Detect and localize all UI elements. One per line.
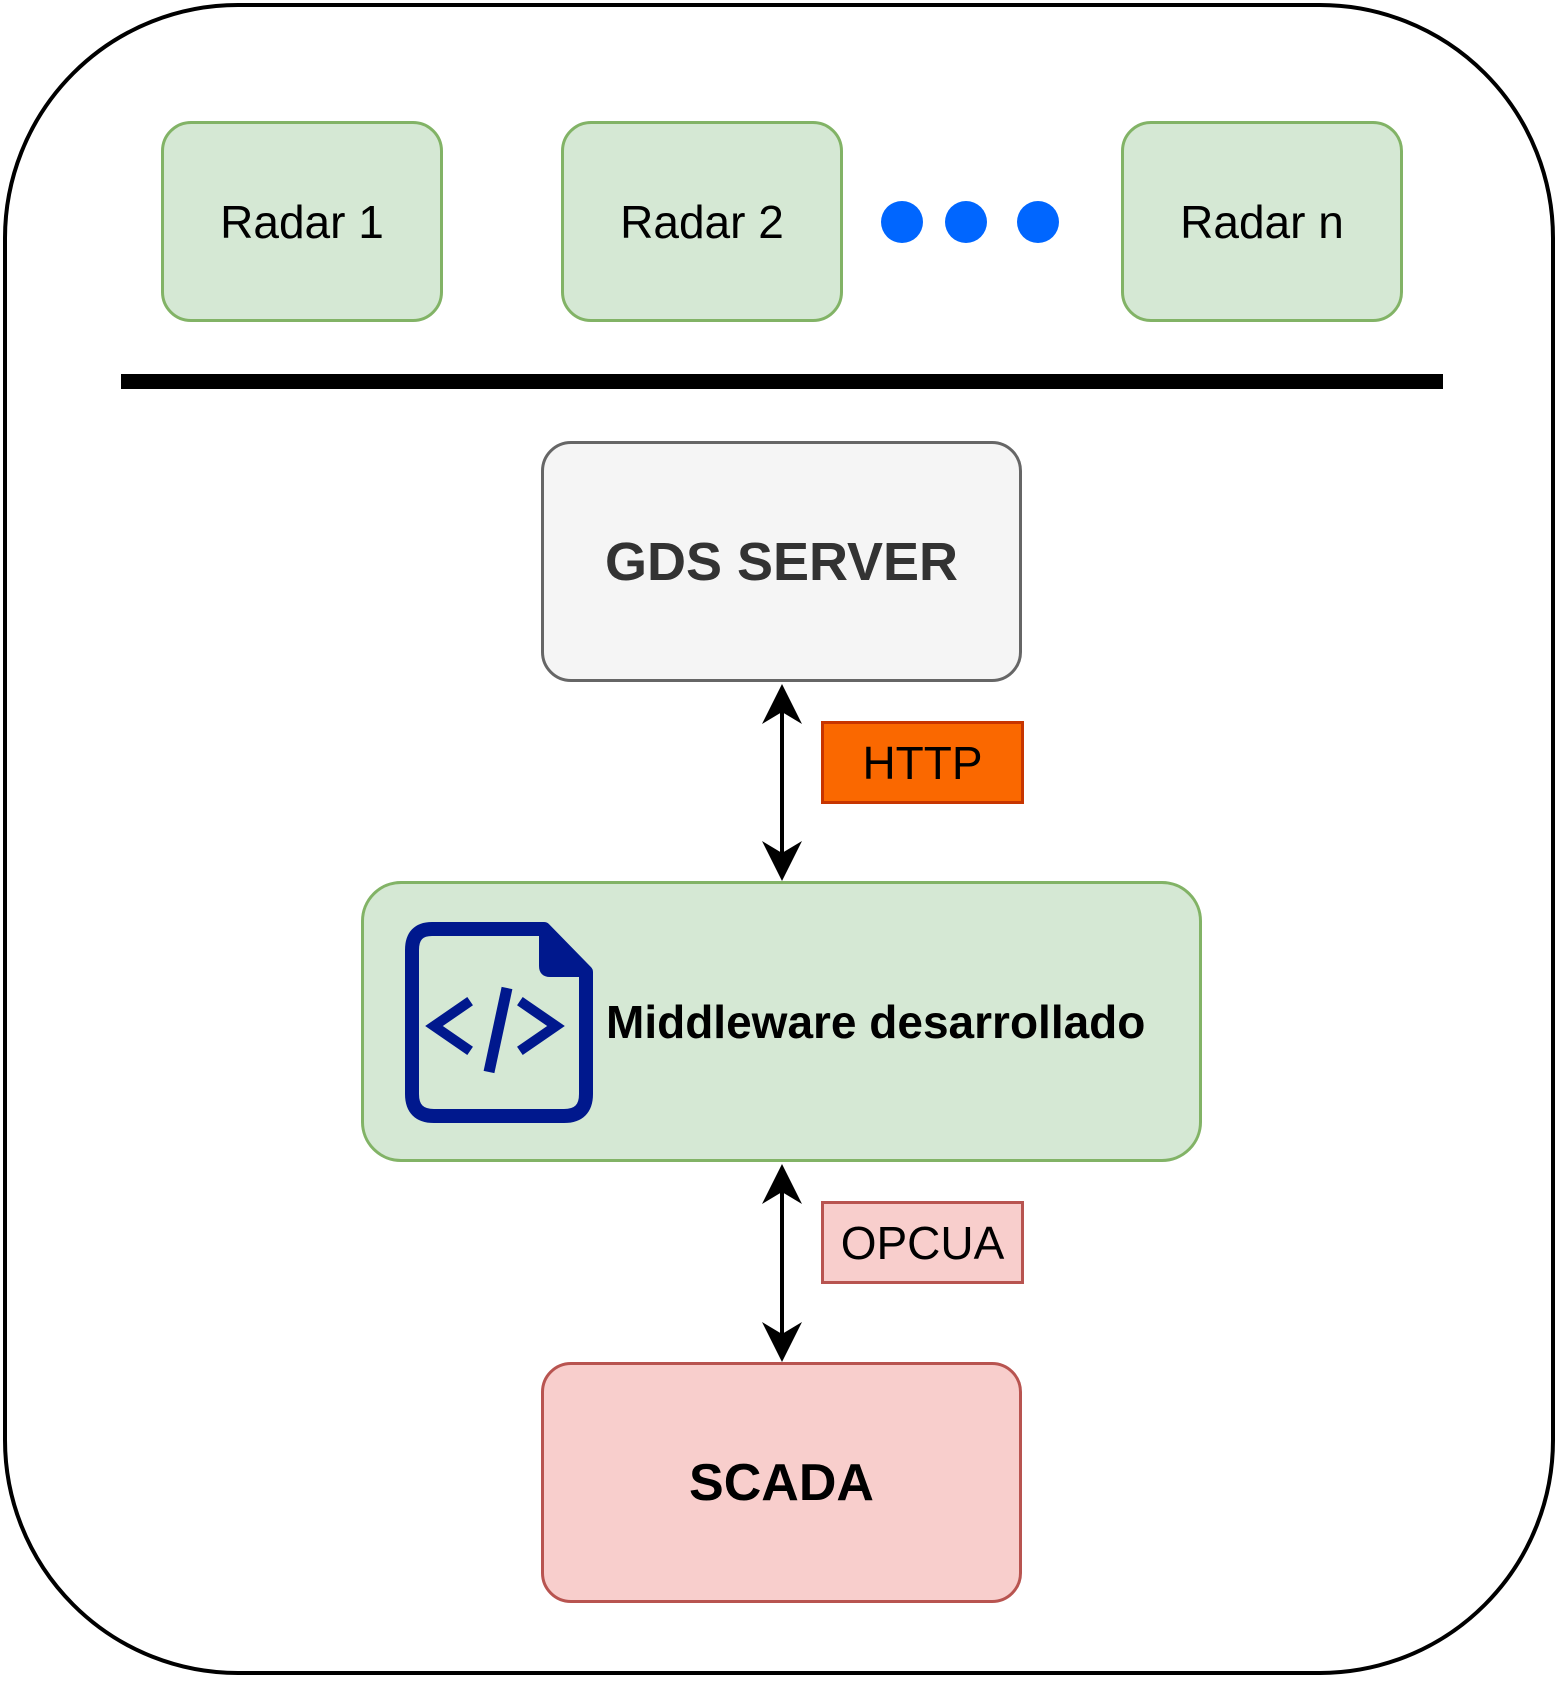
scada-node: SCADA bbox=[541, 1362, 1022, 1603]
middleware-node: Middleware desarrollado bbox=[361, 881, 1202, 1162]
radar-1-node: Radar 1 bbox=[161, 121, 443, 322]
radar-2-node: Radar 2 bbox=[561, 121, 843, 322]
http-protocol-label: HTTP bbox=[821, 721, 1024, 804]
radar-n-node: Radar n bbox=[1121, 121, 1403, 322]
network-bus-line bbox=[121, 374, 1443, 389]
gds-server-node: GDS SERVER bbox=[541, 441, 1022, 682]
ellipsis-dot bbox=[945, 201, 987, 243]
ellipsis-dot bbox=[1017, 201, 1059, 243]
middleware-label: Middleware desarrollado bbox=[606, 995, 1146, 1048]
opcua-protocol-label: OPCUA bbox=[821, 1201, 1024, 1284]
code-file-icon bbox=[405, 922, 593, 1123]
ellipsis-dot bbox=[881, 201, 923, 243]
